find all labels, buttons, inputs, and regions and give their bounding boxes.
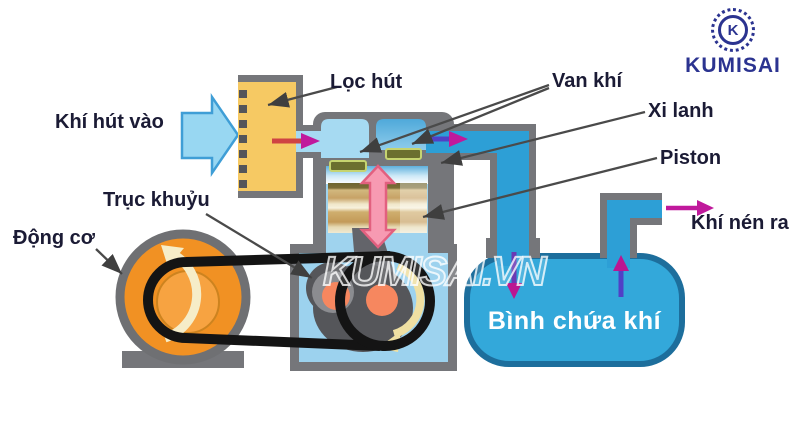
leader-crankshaft [205,213,313,279]
flow-arrows [272,131,714,299]
kumisai-wreath-icon: K [711,8,755,52]
label-piston: Piston [660,147,722,169]
label-air-out: Khí nén ra [691,212,789,234]
intake-flow-arrow [180,92,240,178]
drive-belt [143,251,435,351]
filter-intake-slots [239,90,247,188]
suction-filter-box [238,75,303,198]
crank-rotation-arrow [392,262,425,338]
leader-lines [95,83,658,279]
suction-valve [329,160,367,172]
label-air-intake: Khí hút vào [55,111,164,133]
leader-motor [95,248,123,275]
kumisai-logo: K KUMISAI [668,8,798,78]
leader-cylinder [440,110,646,166]
discharge-chamber [376,119,426,150]
kumisai-monogram: K [718,15,748,45]
discharge-pipe [426,124,540,266]
suction-chamber [321,119,369,158]
leader-suction-filter [267,85,338,108]
motor [115,229,251,368]
crank-weight-right [366,284,398,316]
label-air-tank: Bình chứa khí [487,307,662,335]
label-air-valve: Van khí [552,70,623,92]
kumisai-watermark: KUMISAI.VN [322,247,547,295]
piston-stroke-arrow [359,164,397,249]
kumisai-wordmark: KUMISAI [685,54,781,77]
leader-air-valve-right [411,86,550,146]
label-motor: Động cơ [13,227,95,249]
tank-outlet-pipe [600,193,662,268]
discharge-valve [385,148,422,160]
leader-air-valve-left [359,83,550,154]
label-suction-filter: Lọc hút [330,71,403,93]
label-cylinder: Xi lanh [648,100,714,122]
label-crankshaft: Trục khuỷu [103,189,210,211]
leader-piston [422,156,658,220]
